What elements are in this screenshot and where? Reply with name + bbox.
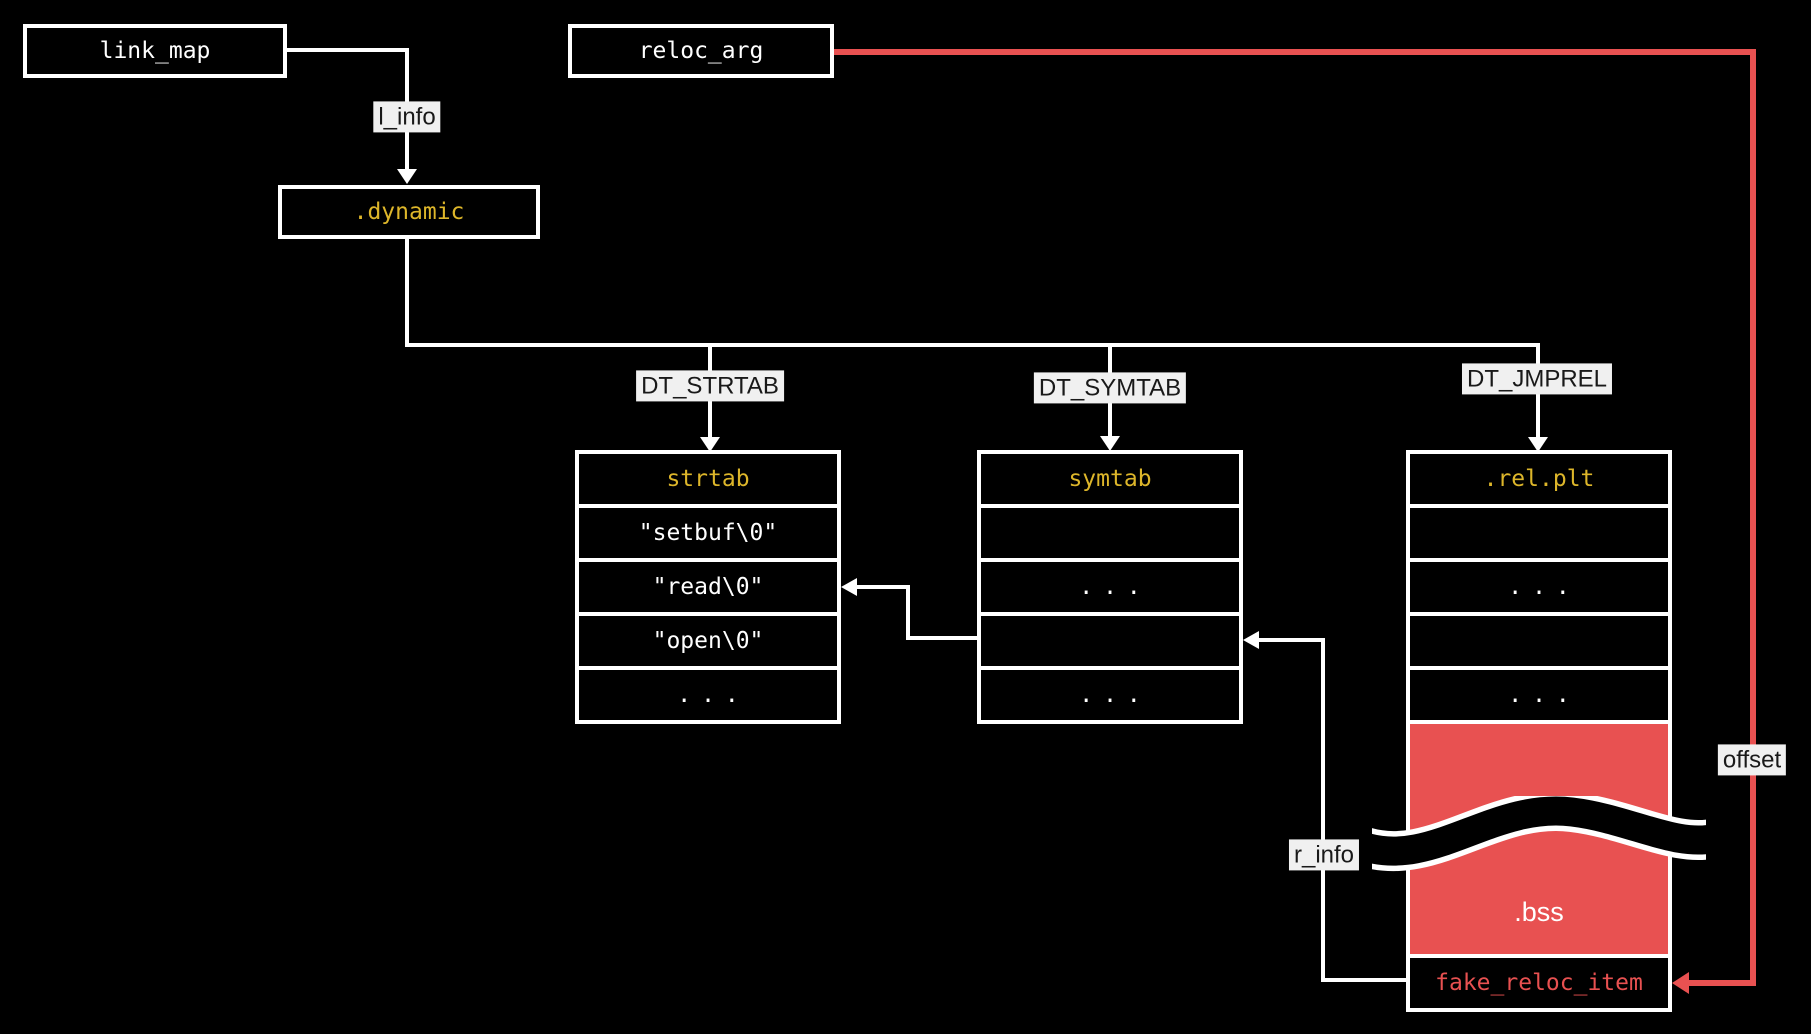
node-dynamic-label: .dynamic (353, 199, 465, 225)
node-reloc-arg-label: reloc_arg (638, 38, 764, 64)
arrowhead-into-relplt (1528, 437, 1548, 452)
node-link-map: link_map (23, 24, 287, 78)
arrowhead-into-symtab-entry (1243, 631, 1259, 649)
arrowhead-into-symtab (1100, 436, 1120, 451)
edge-r-info-bottom (1323, 978, 1406, 982)
strtab-row-read: "read\0" (579, 558, 837, 612)
edge-symtab-to-strtab-right (908, 636, 977, 640)
strtab-header: strtab (666, 466, 750, 492)
table-symtab: symtab ... ... (977, 450, 1243, 724)
symtab-row-entry (981, 612, 1239, 666)
edge-offset-bottom (1689, 980, 1756, 986)
table-strtab: strtab "setbuf\0" "read\0" "open\0" ... (575, 450, 841, 724)
table-rel-plt: .rel.plt ... ... .bss fake_reloc_item (1406, 450, 1672, 1012)
edge-offset-vertical (1750, 49, 1756, 986)
arrowhead-into-fake-reloc-item (1672, 972, 1689, 994)
edge-label-dt-strtab: DT_STRTAB (636, 370, 784, 402)
edge-symtab-to-strtab-left (857, 585, 910, 589)
rel-plt-row-ellipsis-1: ... (1410, 558, 1668, 612)
strtab-row-setbuf: "setbuf\0" (579, 504, 837, 558)
rel-plt-row-empty-2 (1410, 612, 1668, 666)
symtab-row-ellipsis-1: ... (981, 558, 1239, 612)
rel-plt-row-empty-1 (1410, 504, 1668, 558)
arrowhead-into-dynamic (397, 169, 417, 184)
node-link-map-label: link_map (99, 38, 211, 64)
edge-linkmap-horizontal (287, 48, 407, 52)
symtab-row-ellipsis-2: ... (981, 666, 1239, 720)
edge-label-offset: offset (1717, 744, 1787, 776)
node-dynamic: .dynamic (278, 185, 540, 239)
fake-reloc-item-row: fake_reloc_item (1410, 954, 1668, 1008)
edge-dynamic-bus (405, 343, 1540, 347)
edge-label-dt-symtab: DT_SYMTAB (1033, 372, 1187, 404)
edge-label-l-info: l_info (373, 101, 441, 133)
node-reloc-arg: reloc_arg (568, 24, 834, 78)
arrowhead-into-strtab (700, 437, 720, 452)
bss-section-label: .bss (1514, 897, 1564, 927)
edge-symtab-to-strtab-vertical (906, 585, 910, 640)
symtab-row-empty-1 (981, 504, 1239, 558)
edge-label-r-info: r_info (1288, 839, 1360, 871)
edge-offset-top (834, 49, 1756, 55)
symtab-header: symtab (1068, 466, 1152, 492)
edge-r-info-top (1259, 638, 1325, 642)
edge-r-info-vertical (1321, 638, 1325, 982)
rel-plt-row-ellipsis-2: ... (1410, 666, 1668, 720)
arrowhead-into-strtab-read (841, 578, 857, 596)
strtab-row-open: "open\0" (579, 612, 837, 666)
edge-dynamic-stem (405, 239, 409, 347)
edge-label-dt-jmprel: DT_JMPREL (1461, 363, 1613, 395)
strtab-row-ellipsis: ... (579, 666, 837, 720)
section-tear-wave-icon (1372, 796, 1706, 872)
rel-plt-header: .rel.plt (1483, 466, 1595, 492)
